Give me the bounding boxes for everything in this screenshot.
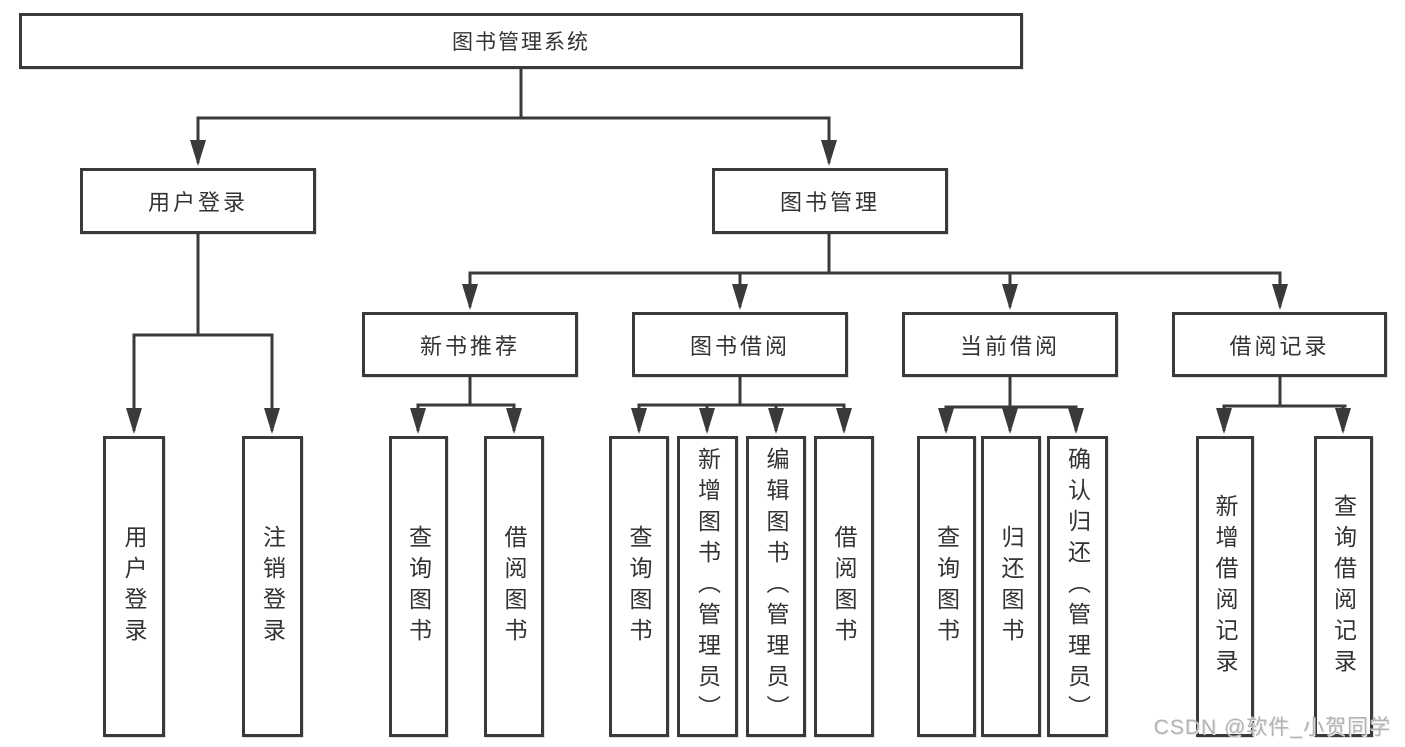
- node-new-book-recommend: 新书推荐: [362, 312, 578, 377]
- node-book-management: 图书管理: [712, 168, 948, 234]
- leaf-search-borrow-record: 查询借阅记录: [1314, 436, 1373, 737]
- leaf-return-book: 归还图书: [981, 436, 1041, 737]
- leaf-search-books-current: 查询图书: [917, 436, 976, 737]
- node-library-system: 图书管理系统: [19, 13, 1023, 69]
- leaf-search-books-borrow: 查询图书: [609, 436, 669, 737]
- leaf-search-books-recommend: 查询图书: [389, 436, 448, 737]
- leaf-user-login: 用户登录: [103, 436, 165, 737]
- leaf-add-book-admin: 新增图书（管理员）: [677, 436, 738, 737]
- leaf-edit-book-admin: 编辑图书（管理员）: [746, 436, 806, 737]
- node-current-borrow: 当前借阅: [902, 312, 1118, 377]
- watermark-text: CSDN @软件_小贺同学: [1153, 716, 1391, 739]
- leaf-logout: 注销登录: [242, 436, 303, 737]
- leaf-borrow-books-recommend: 借阅图书: [484, 436, 544, 737]
- leaf-add-borrow-record: 新增借阅记录: [1196, 436, 1254, 737]
- leaf-borrow-books: 借阅图书: [814, 436, 874, 737]
- node-book-borrow: 图书借阅: [632, 312, 848, 377]
- leaf-confirm-return-admin: 确认归还（管理员）: [1047, 436, 1108, 737]
- node-user-login: 用户登录: [80, 168, 316, 234]
- node-borrow-records: 借阅记录: [1172, 312, 1387, 377]
